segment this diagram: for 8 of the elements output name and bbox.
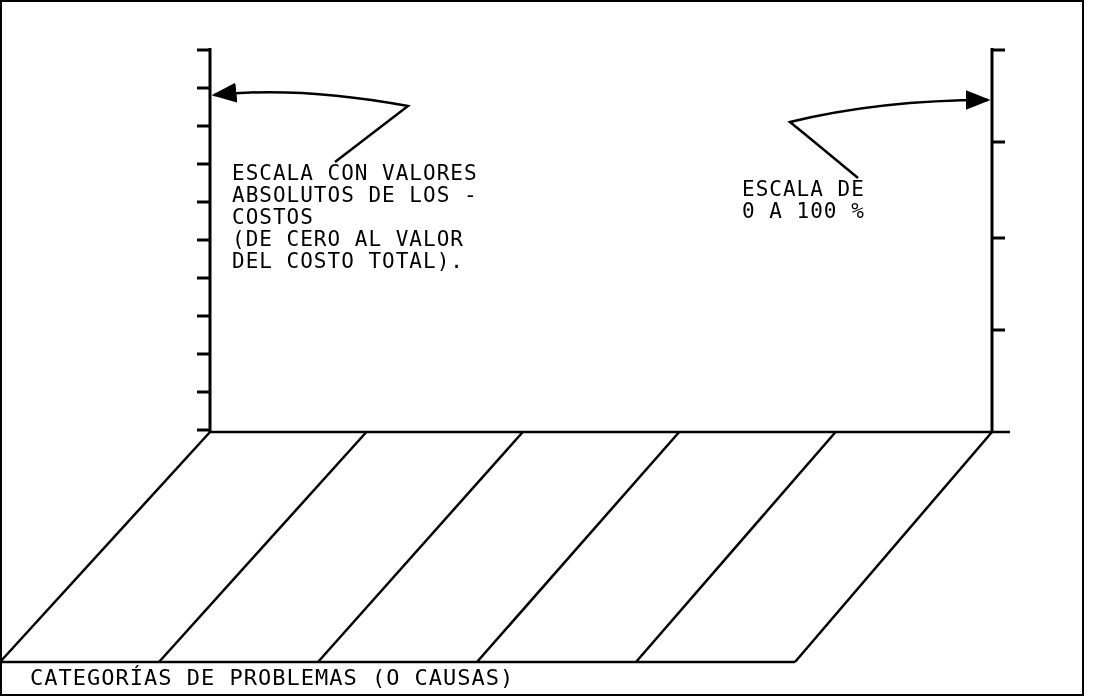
left-axis — [197, 48, 212, 432]
leader-arrow — [211, 83, 410, 163]
annotation-text: (DE CERO AL VALOR DEL COSTO TOTAL). — [232, 228, 465, 272]
axis-caption: CATEGORÍAS DE PROBLEMAS (O CAUSAS) — [30, 665, 515, 690]
leader-arrow — [788, 90, 991, 179]
right-axis — [990, 48, 1005, 432]
annotation-text: ESCALA CON VALORES ABSOLUTOS DE LOS - COSTOS — [232, 162, 479, 228]
annotation-text: ESCALA DE 0 A 100 % — [742, 178, 866, 222]
